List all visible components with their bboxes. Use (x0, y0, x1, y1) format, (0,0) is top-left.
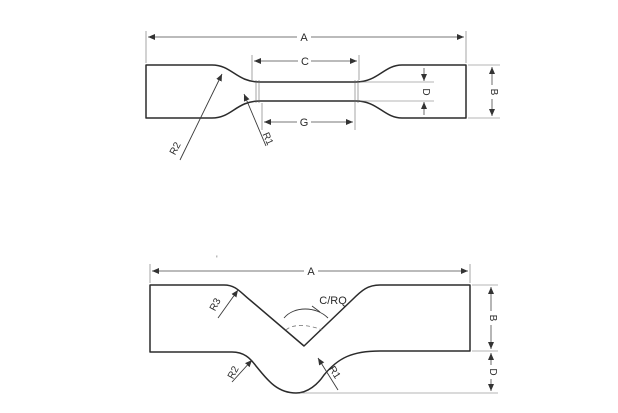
label-r3: R3 (208, 296, 224, 313)
label-c-rq: C/RQ (319, 295, 347, 307)
specimen-outline (145, 64, 467, 119)
label-r2: R2 (168, 140, 184, 157)
bent-label-d: D (487, 368, 498, 375)
label-c: C (301, 56, 309, 68)
bent-r2-leader (231, 359, 253, 383)
label-g: G (300, 117, 309, 129)
r2-leader (179, 73, 223, 161)
top-view-specimen: A C G D B R2 R1 (145, 30, 500, 161)
bent-label-a: A (307, 266, 315, 278)
r1-leader (243, 93, 267, 147)
bent-outline (149, 284, 471, 394)
svg-text:': ' (216, 254, 218, 264)
r3-leader (217, 289, 239, 319)
label-r1: R1 (260, 131, 275, 148)
bend-angle-arc (285, 325, 323, 331)
bent-label-r2: R2 (226, 364, 242, 381)
label-b: B (488, 89, 499, 96)
label-d: D (420, 88, 431, 95)
bent-label-r1: R1 (326, 364, 342, 381)
bent-label-b: B (487, 315, 498, 322)
label-a: A (300, 32, 308, 44)
bent-r1-leader (317, 357, 339, 391)
bent-view-specimen: C/RQ A B D R3 R2 R1 (149, 264, 498, 394)
